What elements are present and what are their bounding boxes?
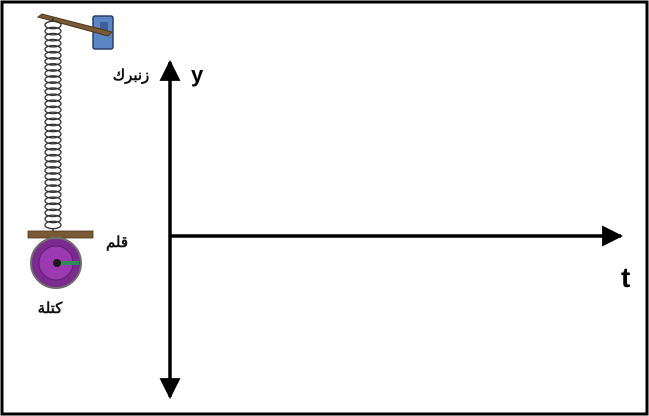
spring-turn	[44, 93, 62, 103]
y-axis-label: y	[191, 62, 204, 87]
spring-turn	[44, 50, 62, 60]
spring-label: زنبرك	[113, 66, 150, 84]
spring-turn	[44, 147, 62, 157]
spring-turn	[44, 117, 62, 127]
spring-turn	[44, 81, 62, 91]
mount-bar	[36, 13, 113, 37]
mass-disc	[30, 237, 82, 289]
pen-tip	[59, 261, 79, 265]
spring-turn	[44, 141, 62, 151]
mass-label: كتلة	[38, 299, 64, 317]
spring-turn	[44, 190, 62, 200]
spring-turn	[44, 32, 62, 42]
spring-turn	[44, 214, 62, 224]
spring-turn	[44, 178, 62, 187]
spring-turn	[44, 44, 62, 54]
spring-turn	[44, 135, 62, 145]
spring-turn	[44, 159, 62, 169]
t-axis-label: t	[621, 262, 630, 293]
spring-turn	[44, 75, 62, 84]
spring-turn	[44, 172, 62, 181]
spring-turn	[44, 111, 62, 121]
spring-turn	[44, 208, 62, 218]
spring-turn	[44, 87, 62, 97]
mass-hub	[53, 259, 61, 267]
spring-turn	[44, 105, 62, 115]
spring-turn	[44, 38, 62, 48]
spring-turn	[44, 129, 62, 139]
spring-turn	[44, 184, 62, 194]
spring-turn	[44, 63, 62, 72]
spring-turn	[44, 166, 62, 175]
pen-bar	[27, 230, 94, 239]
spring-turn	[44, 123, 62, 133]
spring-turn	[44, 99, 62, 109]
spring-turn	[44, 69, 62, 78]
spring-turn	[44, 56, 62, 66]
spring-turn	[44, 202, 62, 212]
pen-label: قلم	[106, 233, 128, 251]
spring-turn	[44, 153, 62, 163]
spring-turn	[44, 196, 62, 206]
spring-turn	[44, 26, 62, 36]
spring-coil	[44, 18, 62, 232]
